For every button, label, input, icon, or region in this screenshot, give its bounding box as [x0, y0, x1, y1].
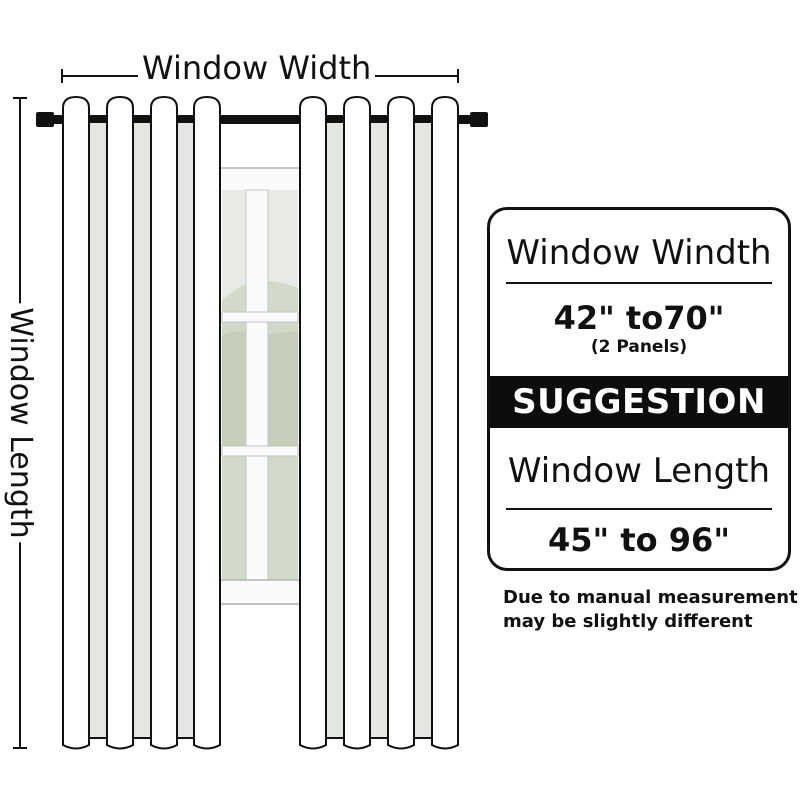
curtain-pleat: [106, 95, 134, 750]
curtain-pleat: [62, 95, 90, 750]
rod-finial-right: [470, 112, 488, 127]
rod-finial-left: [36, 112, 54, 127]
divider: [506, 508, 772, 510]
box-width-value: 42" to70": [553, 299, 725, 337]
window-sill: [217, 579, 303, 605]
measurement-disclaimer: Due to manual measurement may be slightl…: [503, 586, 798, 634]
curtain-pleat: [193, 95, 221, 750]
curtain-panel-left: [62, 95, 221, 750]
window: [217, 167, 303, 605]
curtain-pleat: [431, 95, 459, 750]
window-rail-2: [221, 445, 299, 457]
window-width-label: Window Width: [138, 52, 376, 84]
size-suggestion-box: Window Windth 42" to70" (2 Panels) SUGGE…: [487, 207, 791, 571]
box-width-note: (2 Panels): [590, 337, 688, 357]
box-length-title: Window Length: [507, 451, 771, 491]
disclaimer-line-1: Due to manual measurement: [503, 587, 798, 608]
divider: [506, 282, 772, 284]
curtain-rod: [44, 115, 484, 124]
curtain-pleat: [387, 95, 415, 750]
box-width-title: Window Windth: [506, 233, 772, 273]
window-length-label: Window Length: [3, 303, 38, 543]
box-length-value: 45" to 96": [548, 521, 730, 559]
window-mullion: [245, 189, 269, 581]
curtain-pleat: [343, 95, 371, 750]
curtain-pleat: [150, 95, 178, 750]
suggestion-banner: SUGGESTION: [490, 376, 788, 428]
window-rail-1: [221, 311, 299, 323]
disclaimer-line-2: may be slightly different: [503, 611, 753, 632]
curtain-pleat: [299, 95, 327, 750]
curtain-panel-right: [299, 95, 459, 750]
